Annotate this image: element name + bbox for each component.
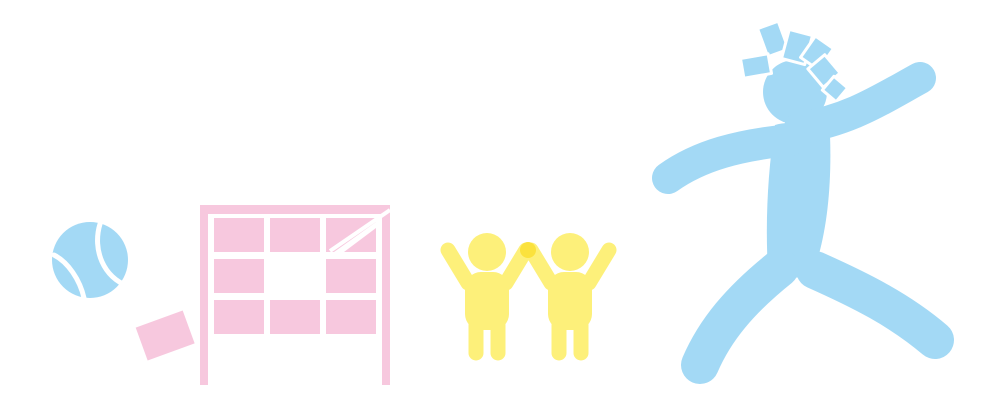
cheering-children-icon [440, 233, 617, 361]
ball-icon [51, 221, 131, 301]
flying-tile-icon [135, 310, 195, 361]
thrower-figure-icon [652, 19, 954, 384]
target-board-icon [200, 205, 392, 385]
